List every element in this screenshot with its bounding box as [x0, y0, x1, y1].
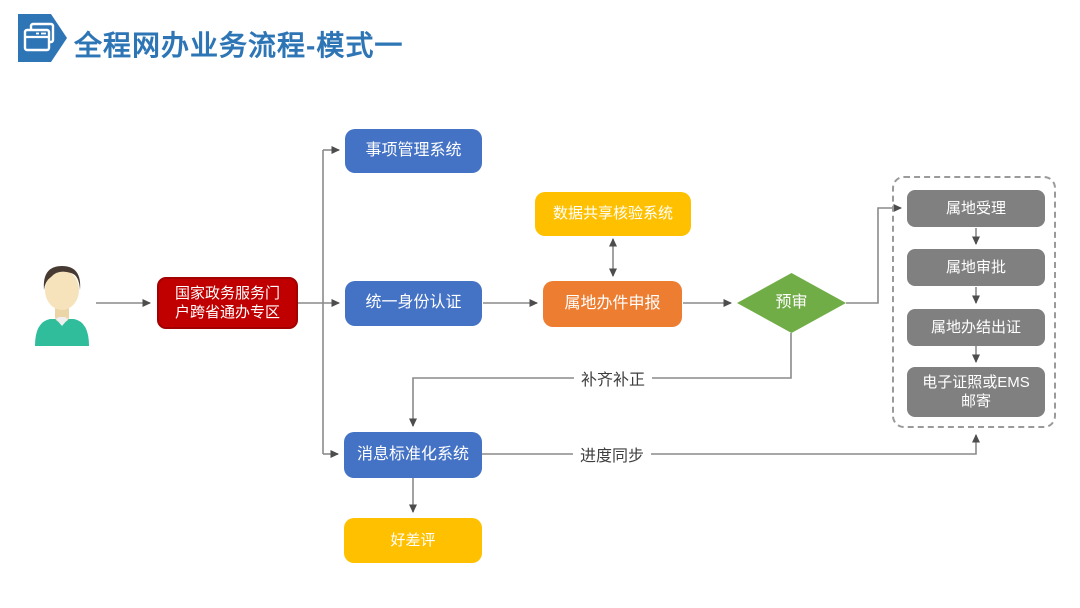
node-local-approval: 属地审批: [907, 249, 1045, 286]
node-local-certificate-issuance: 属地办结出证: [907, 309, 1045, 346]
node-item-management-system: 事项管理系统: [345, 129, 482, 173]
node-elicense-or-ems-delivery: 电子证照或EMS 邮寄: [907, 367, 1045, 417]
node-unified-identity-auth: 统一身份认证: [345, 281, 482, 326]
edge-label-progress-sync: 进度同步: [572, 442, 652, 466]
applicant-person-avatar: [28, 260, 96, 346]
page-title: 全程网办业务流程-模式一: [74, 30, 404, 61]
node-local-application: 属地办件申报: [543, 281, 682, 327]
node-data-sharing-verify-system: 数据共享核验系统: [535, 192, 691, 236]
local-handling-group: [892, 176, 1056, 428]
node-message-standardization-system: 消息标准化系统: [344, 432, 482, 478]
node-local-acceptance: 属地受理: [907, 190, 1045, 227]
node-national-portal: 国家政务服务门 户跨省通办专区: [157, 277, 298, 329]
edge-label-supplement-correction: 补齐补正: [573, 366, 653, 390]
node-rating-system: 好差评: [344, 518, 482, 563]
node-pre-review-decision: 预审: [737, 273, 846, 333]
window-stack-arrow-icon: [18, 12, 68, 64]
